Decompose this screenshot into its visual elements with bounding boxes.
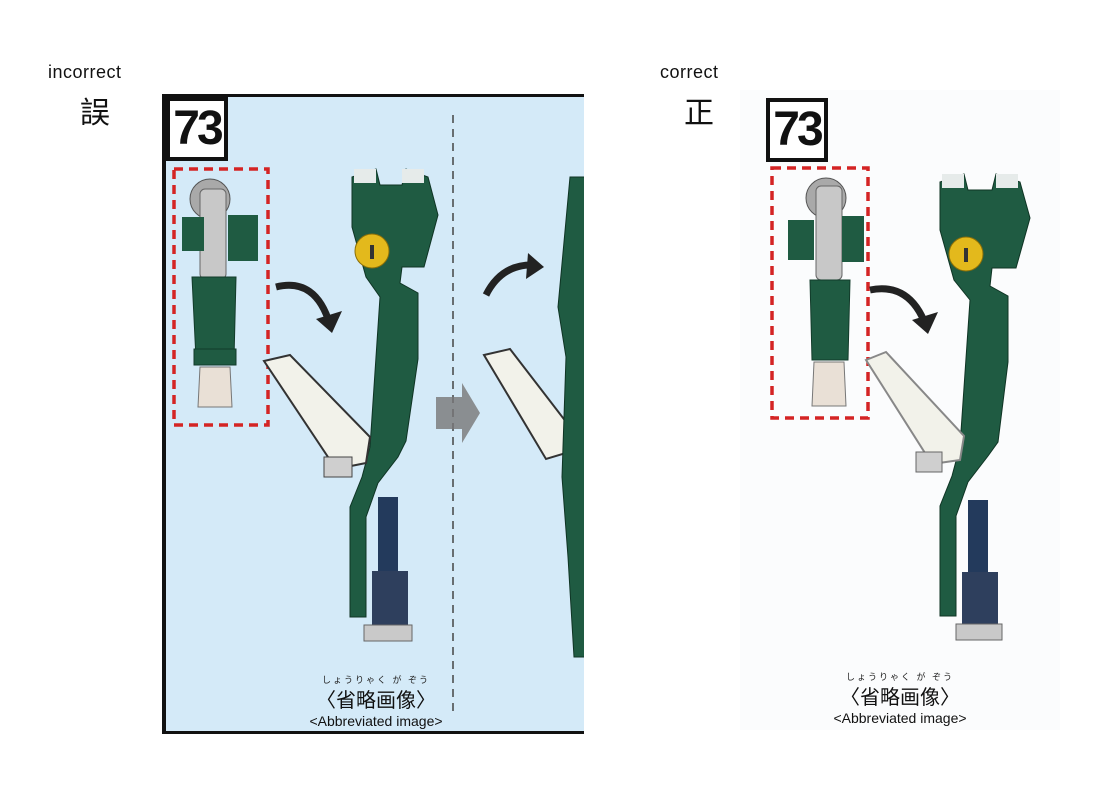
red-highlight-box	[172, 167, 270, 427]
correct-illustration	[770, 166, 1031, 641]
white-part	[864, 350, 966, 466]
correct-step-number: 73	[766, 98, 828, 162]
correct-caption: しょうりゃく が ぞう 〈省略画像〉 <Abbreviated image>	[770, 670, 1030, 726]
correct-label-en: correct	[660, 62, 719, 82]
next-arrow	[436, 383, 480, 443]
incorrect-panel: 73	[162, 94, 584, 734]
caption-jp: 〈省略画像〉	[316, 688, 436, 712]
incorrect-caption: しょうりゃく が ぞう 〈省略画像〉 <Abbreviated image>	[246, 673, 506, 729]
correct-label-jp: 正	[684, 96, 714, 131]
caption-en: <Abbreviated image>	[309, 713, 443, 729]
incorrect-label-jp: 誤	[80, 96, 110, 131]
incorrect-illustration	[172, 115, 584, 717]
incorrect-step-number: 73	[166, 97, 228, 161]
white-part	[262, 353, 372, 471]
arm-part	[182, 178, 258, 408]
caption-furigana: しょうりゃく が ぞう	[845, 672, 954, 682]
caption-en: <Abbreviated image>	[833, 710, 967, 726]
incorrect-label-en: incorrect	[48, 62, 122, 82]
torso-part	[939, 173, 1031, 641]
caption-furigana: しょうりゃく が ぞう	[321, 675, 430, 685]
caption-jp: 〈省略画像〉	[840, 685, 960, 709]
correct-panel: 73 しょうりゃく が ぞう 〈省略画像〉 <Abbreviated	[740, 90, 1060, 730]
red-highlight-box	[770, 166, 870, 420]
arm-part	[788, 177, 864, 407]
torso-part	[349, 168, 439, 642]
